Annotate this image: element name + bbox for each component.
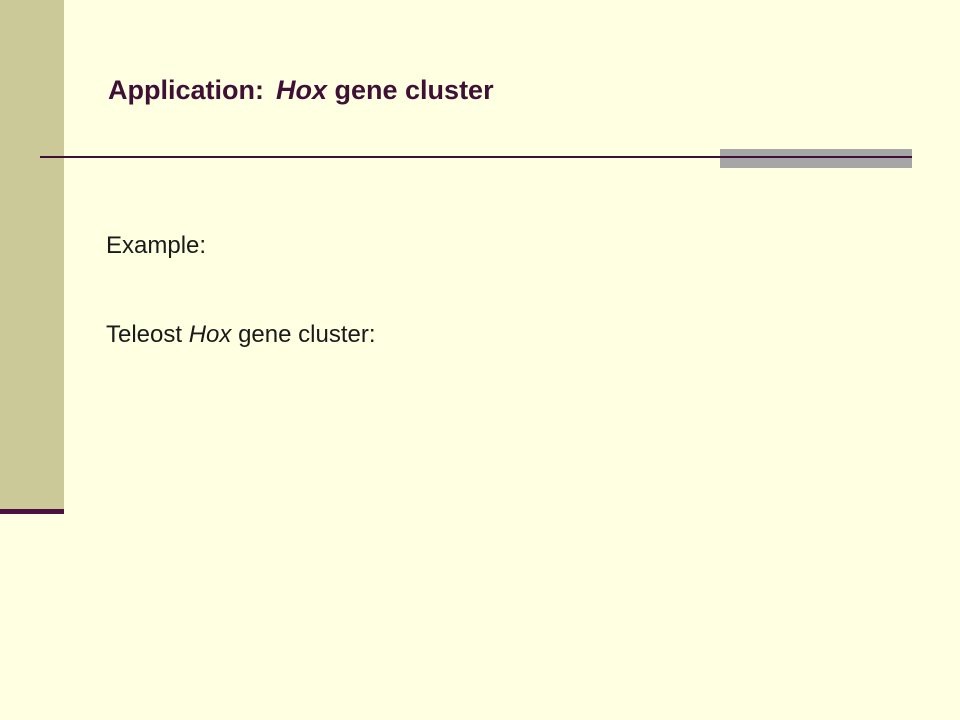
title-underline-overlay [720,156,912,158]
body-line-example: Example: [106,231,206,261]
left-sidebar-band [0,0,64,510]
body-prefix: Teleost [106,321,189,348]
title-prefix: Application: [108,75,264,105]
title-italic: Hox [276,75,328,105]
left-sidebar-accent [0,509,64,514]
body-line-teleost: Teleost Hox gene cluster: [106,320,376,350]
body-text: Example: [106,232,207,259]
title-suffix: gene cluster [327,75,494,105]
body-italic: Hox [188,321,232,348]
title-underline [40,156,912,158]
title-underline-highlight [720,149,912,168]
body-suffix: gene cluster: [231,321,376,348]
slide-title: Application: Hox gene cluster [108,72,494,108]
